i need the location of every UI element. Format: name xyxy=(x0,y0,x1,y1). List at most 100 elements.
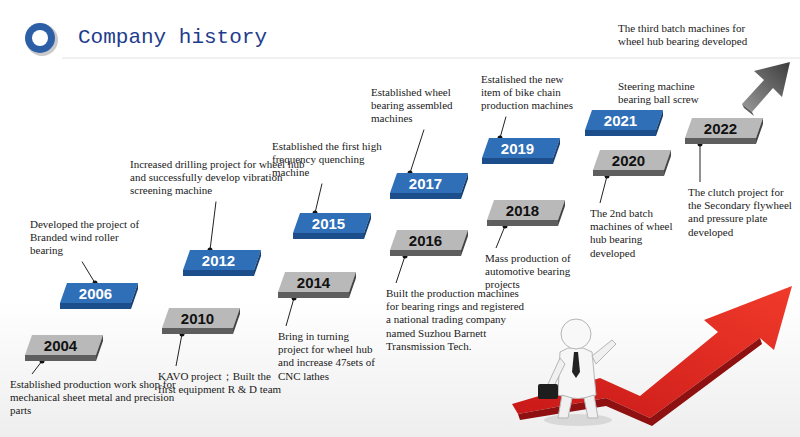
leader-line xyxy=(496,226,505,248)
tile-front xyxy=(162,328,233,334)
tile-top xyxy=(685,118,763,138)
tile-top xyxy=(60,283,138,303)
figure-arm xyxy=(548,358,565,386)
year-label: 2015 xyxy=(293,215,364,233)
tile-top xyxy=(183,250,261,270)
year-label: 2021 xyxy=(585,112,656,130)
tile-front xyxy=(278,292,349,298)
figure-shadow xyxy=(544,414,612,426)
tile-side xyxy=(233,308,240,334)
leader-line xyxy=(176,334,182,366)
blue-year-tile: 2015Established the first high frequency… xyxy=(293,213,371,239)
leader-line xyxy=(600,176,607,203)
milestone-text: The 2nd batch machines of wheel hub bear… xyxy=(590,207,690,260)
header-rule xyxy=(62,58,800,59)
milestone-text: Established wheel bearing assembled mach… xyxy=(371,86,486,126)
tile-side xyxy=(131,283,138,309)
briefcase xyxy=(538,384,558,399)
tile-top xyxy=(487,200,565,220)
figure-head xyxy=(561,319,591,349)
blue-year-tile: 2019Estalished the new item of bike chai… xyxy=(482,138,560,164)
leader-line xyxy=(286,298,294,326)
milestone-text: The third batch machines for wheel hub b… xyxy=(618,22,753,48)
leader-line xyxy=(396,256,405,283)
tile-top xyxy=(593,150,671,170)
tile-top xyxy=(162,308,240,328)
page-title: Company history xyxy=(78,26,267,49)
figure-body xyxy=(558,347,596,399)
year-label: 2012 xyxy=(183,252,254,270)
milestone-text: Established the first high frequency que… xyxy=(272,140,387,180)
tile-front xyxy=(482,158,553,164)
tile-top xyxy=(25,335,103,355)
blue-year-tile: 2017Established wheel bearing assembled … xyxy=(390,173,468,199)
milestone-text: Developed the project of Branded wind ro… xyxy=(30,218,145,258)
tile-side xyxy=(349,272,356,298)
tile-front xyxy=(593,170,664,176)
leader-line xyxy=(700,144,701,182)
leader-line xyxy=(315,184,322,213)
tile-side xyxy=(558,200,565,226)
milestone-text: Built the production machines for bearin… xyxy=(386,287,526,353)
year-label: 2022 xyxy=(685,120,756,138)
tile-front xyxy=(293,233,364,239)
tile-side xyxy=(756,118,763,144)
ring-shadow xyxy=(26,24,58,56)
leader-line xyxy=(410,130,424,173)
leader-line xyxy=(82,262,95,283)
grey-year-tile: 2004Established production work shop for… xyxy=(25,335,103,361)
milestone-text: Bring in turning project for wheel hub a… xyxy=(278,330,378,383)
grey-arrow-side xyxy=(742,104,754,116)
milestone-text: KAVO project；Built the first equipment R… xyxy=(158,370,283,396)
tile-top xyxy=(390,173,468,193)
year-label: 2004 xyxy=(25,337,96,355)
blue-year-tile: 2012Increased drilling project for wheel… xyxy=(183,250,261,276)
tile-side xyxy=(96,335,103,361)
tile-top xyxy=(390,230,468,250)
milestone-text: Mass production of automotive bearing pr… xyxy=(485,252,600,292)
tile-side xyxy=(254,250,261,276)
grey-year-tile: 2016Built the production machines for be… xyxy=(390,230,468,256)
grey-year-tile: 2022The clutch project for the Secondary… xyxy=(685,118,763,144)
ring-icon xyxy=(25,23,55,53)
tile-top xyxy=(293,213,371,233)
grey-arrow xyxy=(742,62,790,112)
tile-front xyxy=(390,250,461,256)
tile-side xyxy=(553,138,560,164)
blue-year-tile: 2021The third batch machines for wheel h… xyxy=(585,110,663,136)
figure-legs xyxy=(558,395,598,418)
year-label: 2010 xyxy=(162,310,233,328)
tile-front xyxy=(487,220,558,226)
milestone-text: Estalished the new item of bike chain pr… xyxy=(481,73,581,113)
leader-line xyxy=(210,202,216,250)
grey-year-tile: 2020The 2nd batch machines of wheel hub … xyxy=(593,150,671,176)
year-label: 2020 xyxy=(593,152,664,170)
ring-hole xyxy=(32,30,48,46)
tile-side xyxy=(364,213,371,239)
figure-tie xyxy=(572,352,580,378)
grey-year-tile: 2014Bring in turning project for wheel h… xyxy=(278,272,356,298)
year-label: 2014 xyxy=(278,274,349,292)
year-label: 2006 xyxy=(60,285,131,303)
tile-side xyxy=(461,230,468,256)
tile-top xyxy=(482,138,560,158)
tile-front xyxy=(585,130,656,136)
year-label: 2017 xyxy=(390,175,461,193)
year-label: 2016 xyxy=(390,232,461,250)
tile-top xyxy=(278,272,356,292)
figure-arm xyxy=(592,340,616,364)
leader-line xyxy=(500,117,506,138)
tile-front xyxy=(390,193,461,199)
tile-top xyxy=(585,110,663,130)
tile-front xyxy=(60,303,131,309)
grey-year-tile: 2018Mass production of automotive bearin… xyxy=(487,200,565,226)
milestone-text: The clutch project for the Secondary fly… xyxy=(688,186,793,239)
tile-front xyxy=(25,355,96,361)
tile-front xyxy=(685,138,756,144)
red-arrow-side xyxy=(518,338,762,426)
milestone-text: Steering machine bearing ball screw xyxy=(618,80,728,106)
tile-side xyxy=(664,150,671,176)
grey-year-tile: 2010KAVO project；Built the first equipme… xyxy=(162,308,240,334)
year-label: 2019 xyxy=(482,140,553,158)
